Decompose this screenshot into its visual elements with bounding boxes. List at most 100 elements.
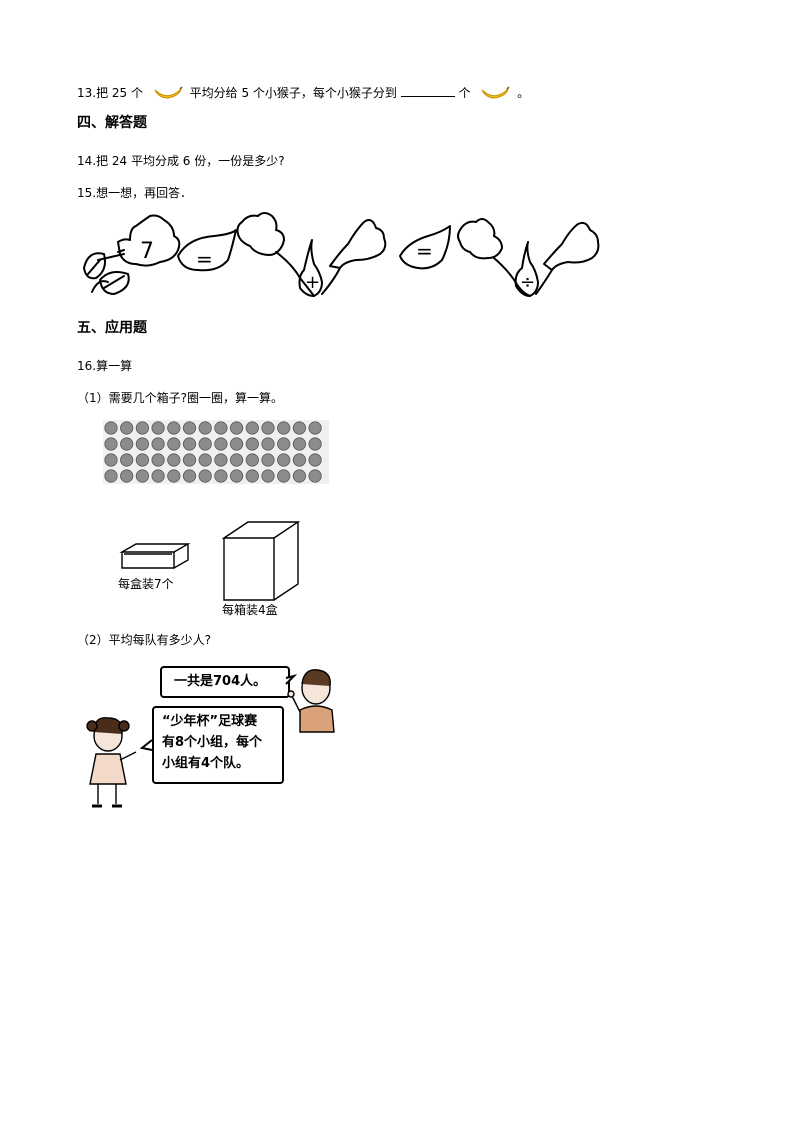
boy-speech-text: 一共是704人。 — [174, 674, 267, 689]
box-icon — [221, 521, 301, 601]
question-16-part-2: （2）平均每队有多少人? — [77, 633, 212, 647]
dot — [230, 469, 244, 483]
q13-prefix: 13.把 25 个 — [77, 86, 143, 100]
dot — [120, 437, 134, 451]
dot — [104, 437, 118, 451]
dot — [120, 469, 134, 483]
puzzle-symbol: 7 — [140, 239, 154, 264]
girl-speech-line-3: 小组有4个队。 — [162, 756, 250, 771]
dot — [151, 469, 165, 483]
dot — [198, 469, 212, 483]
dot — [245, 437, 259, 451]
dot — [277, 453, 291, 467]
dot — [182, 453, 197, 467]
boy-speech-bubble: 一共是704人。 — [160, 666, 290, 698]
dot — [198, 421, 212, 435]
box-figures: 每盒装7个 每箱装4盒 — [100, 490, 340, 620]
dot — [151, 453, 165, 467]
dot — [198, 453, 212, 467]
dot — [167, 469, 181, 483]
dot — [245, 453, 259, 467]
q13-unit: 个 — [458, 86, 471, 100]
flower-icon — [236, 212, 323, 297]
dot — [135, 453, 150, 467]
dot — [167, 453, 181, 467]
dot — [214, 469, 228, 483]
dot — [135, 421, 150, 435]
dot — [292, 453, 306, 467]
question-16-part-1: （1）需要几个箱子?圈一圈，算一算。 — [77, 391, 284, 405]
question-14: 14.把 24 平均分成 6 份，一份是多少? — [77, 154, 285, 168]
dot — [277, 469, 291, 483]
leaf-icon — [83, 252, 130, 295]
banana-icon — [480, 85, 510, 102]
question-13: 13.把 25 个 平均分给 5 个小猴子，每个小猴子分到 个 。 — [77, 84, 529, 102]
dot — [261, 469, 275, 483]
dot — [182, 421, 197, 435]
dot — [261, 421, 275, 435]
dot — [104, 469, 118, 483]
leaf-icon — [399, 225, 451, 270]
dot — [214, 421, 228, 435]
girl-speech-line-2: 有8个小组，每个 — [162, 735, 263, 750]
girl-figure — [86, 717, 137, 808]
dot — [214, 453, 228, 467]
dot — [182, 469, 197, 483]
dot-grid — [103, 420, 329, 484]
dot — [230, 453, 244, 467]
dot — [230, 421, 244, 435]
q13-end: 。 — [517, 86, 530, 100]
puzzle-symbol: + — [305, 272, 320, 293]
dot — [308, 469, 322, 483]
question-15: 15.想一想，再回答． — [77, 186, 193, 200]
dot — [120, 453, 134, 467]
dot — [292, 421, 306, 435]
small-box-caption: 每盒装7个 — [118, 577, 174, 591]
flower-icon — [117, 214, 181, 267]
dot — [167, 421, 181, 435]
dot — [167, 437, 181, 451]
dot — [135, 469, 150, 483]
leaf-icon — [177, 229, 237, 272]
dot — [104, 421, 118, 435]
dot — [261, 453, 275, 467]
q15-flower-puzzle: 7 = + = ÷ — [78, 208, 608, 300]
speech-illustration: 一共是704人。 “少年杯”足球赛 有8个小组，每个 小组有4个队。 — [80, 660, 340, 815]
puzzle-symbol: = — [416, 239, 433, 263]
flower-icon — [457, 218, 539, 297]
dot — [151, 437, 165, 451]
section-5-title: 五、应用题 — [77, 320, 147, 336]
dot — [245, 421, 259, 435]
boy-figure — [287, 669, 335, 733]
dot — [308, 421, 322, 435]
dot — [182, 437, 197, 451]
dot — [292, 437, 306, 451]
banana-icon — [153, 85, 183, 102]
section-4-title: 四、解答题 — [77, 115, 147, 131]
dot — [214, 437, 228, 451]
flower-icon — [321, 219, 387, 295]
dot — [230, 437, 244, 451]
girl-speech-bubble: “少年杯”足球赛 有8个小组，每个 小组有4个队。 — [152, 706, 284, 784]
puzzle-symbol: ÷ — [520, 272, 535, 293]
dot — [120, 421, 134, 435]
answer-blank[interactable] — [400, 84, 455, 97]
dot — [308, 437, 322, 451]
box-icon — [119, 543, 191, 569]
dot — [104, 453, 118, 467]
dot — [277, 421, 291, 435]
flower-icon — [535, 221, 600, 295]
q13-middle: 平均分给 5 个小猴子，每个小猴子分到 — [189, 86, 397, 100]
dot — [292, 469, 306, 483]
large-box-caption: 每箱装4盒 — [222, 603, 278, 617]
dot — [308, 453, 322, 467]
dot — [245, 469, 259, 483]
dot — [151, 421, 165, 435]
question-16-title: 16.算一算 — [77, 359, 133, 373]
dot — [135, 437, 150, 451]
girl-speech-line-1: “少年杯”足球赛 — [162, 714, 258, 729]
dot — [277, 437, 291, 451]
dot — [198, 437, 212, 451]
puzzle-symbol: = — [196, 247, 213, 271]
dot — [261, 437, 275, 451]
